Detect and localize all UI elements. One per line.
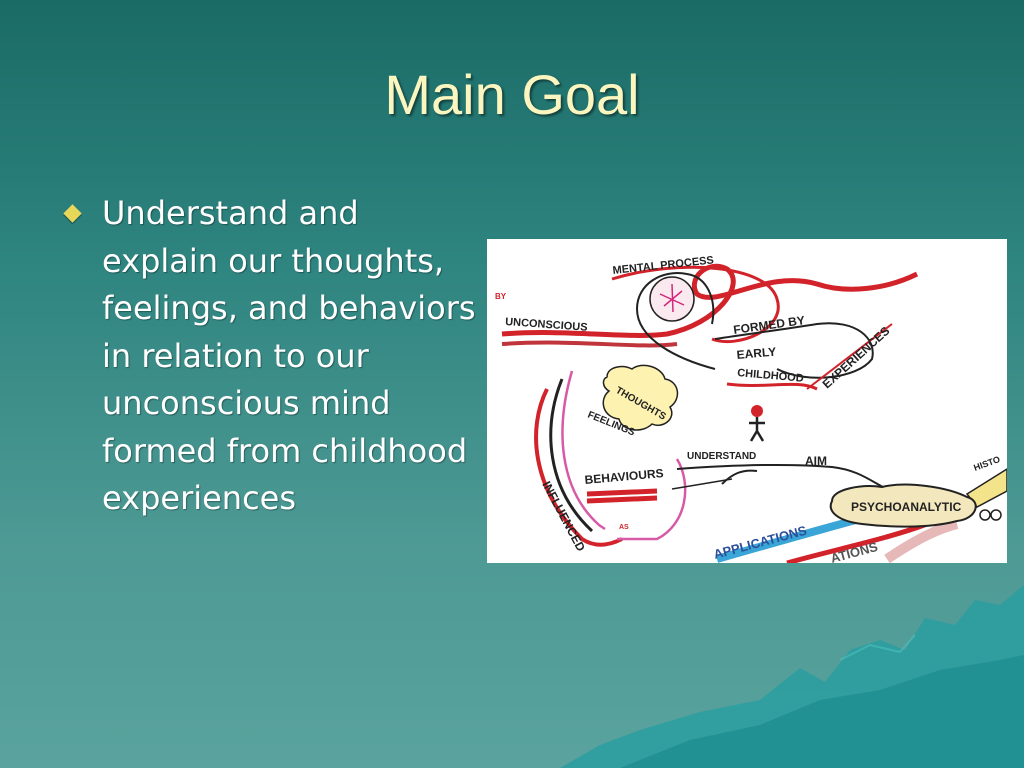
- behaviours-label: BEHAVIOURS: [584, 466, 664, 487]
- as-label: AS: [619, 524, 629, 531]
- ations-label: ATIONS: [829, 539, 880, 563]
- bullet-text: Understand and explain our thoughts, fee…: [102, 194, 476, 517]
- childhood-label: CHILDHOOD: [737, 367, 804, 385]
- aim-label: AIM: [805, 454, 827, 468]
- formed-by-label: FORMED BY: [732, 313, 805, 337]
- diamond-bullet-icon: [63, 204, 82, 223]
- by-label: BY: [495, 292, 507, 301]
- early-label: EARLY: [736, 345, 777, 362]
- slide-title: Main Goal: [384, 63, 640, 126]
- applications-label: APPLICATIONS: [712, 523, 809, 562]
- experiences-label: EXPERIENCES: [820, 324, 893, 392]
- psychoanalytic-mind-map-image: MENTAL PROCESS BY UNCONSCIOUS FORMED BY …: [487, 239, 1007, 563]
- history-label: HISTO: [972, 454, 1001, 473]
- psychoanalytic-label: PSYCHOANALYTIC: [851, 500, 962, 514]
- understand-label: UNDERSTAND: [687, 451, 756, 462]
- unconscious-label: UNCONSCIOUS: [505, 316, 588, 334]
